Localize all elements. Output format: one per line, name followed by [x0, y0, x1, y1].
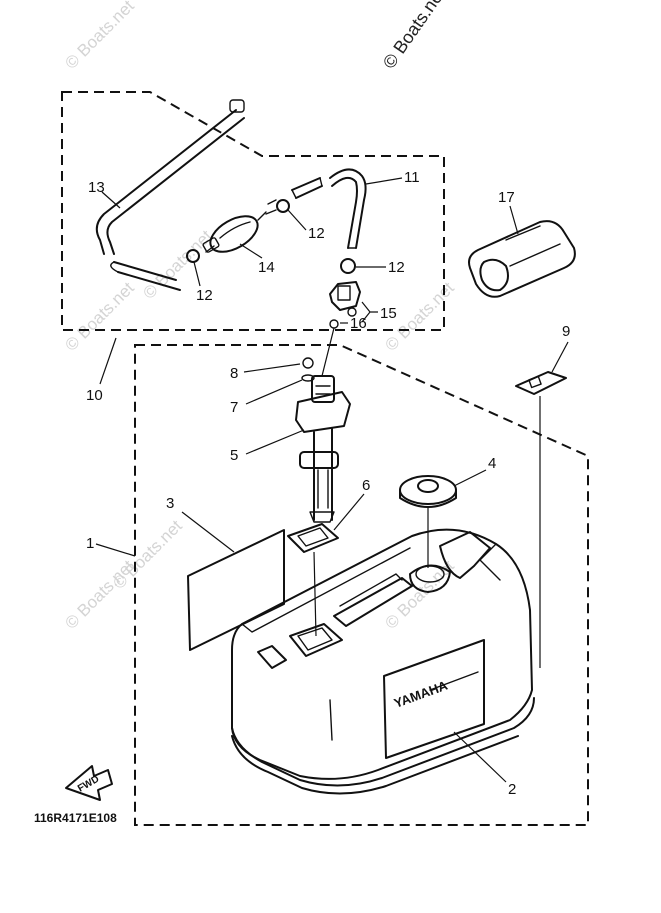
- part-3-decal: [187, 529, 285, 651]
- parts-7-8-screw-washer: [301, 357, 315, 382]
- watermark: © Boats.net: [109, 516, 186, 593]
- part-2-fuel-tank: YAMAHA: [231, 528, 535, 795]
- part-12-hose-clamps: [186, 199, 356, 274]
- callout-3: 3: [166, 495, 174, 512]
- callout-15: 15: [380, 305, 397, 322]
- part-6-gasket: [287, 523, 339, 553]
- callout-7: 7: [230, 399, 238, 416]
- callout-17: 17: [498, 189, 515, 206]
- part-13-fuel-hose: [95, 99, 245, 291]
- drawing-code: 116R4171E108: [34, 811, 117, 825]
- part-4-filler-cap: [399, 475, 457, 508]
- callout-8: 8: [230, 365, 238, 382]
- part-5-fuel-meter-assembly: [295, 375, 351, 523]
- part-17-cover: [468, 220, 576, 298]
- callout-6: 6: [362, 477, 370, 494]
- leader-gauge-to-tank: [313, 551, 317, 637]
- callout-11: 11: [404, 169, 420, 186]
- watermark: © Boats.net: [61, 278, 138, 355]
- callout-14: 14: [258, 259, 275, 276]
- watermark: © Boats.net: [61, 0, 138, 73]
- callout-12a: 12: [196, 287, 213, 304]
- callout-12b: 12: [308, 225, 325, 242]
- callout-2: 2: [508, 781, 516, 798]
- watermark: © Boats.net: [379, 0, 449, 72]
- callout-10: 10: [86, 387, 103, 404]
- callout-9: 9: [562, 323, 570, 340]
- callout-12c: 12: [388, 259, 405, 276]
- tank-assembly-group-box: [134, 344, 589, 826]
- part-16-o-ring: [329, 319, 339, 329]
- part-11-fuel-hose: [291, 168, 367, 249]
- callout-4: 4: [488, 455, 496, 472]
- fwd-arrow-icon: FWD: [65, 765, 113, 801]
- tank-brand-label: YAMAHA: [392, 677, 450, 710]
- callout-1: 1: [86, 535, 94, 552]
- leader-connector: [321, 327, 335, 377]
- callout-13: 13: [88, 179, 105, 196]
- callout-16: 16: [350, 315, 367, 332]
- callouts: 13 14 12 12 12 11 15 16 17 9 10 8 7 5 6 …: [86, 169, 570, 798]
- part-14-primer-bulb: [202, 211, 267, 253]
- part-15-fuel-connector: [329, 281, 361, 329]
- part-9-label: [515, 371, 567, 395]
- watermarks: © Boats.net © Boats.net © Boats.net © Bo…: [61, 0, 458, 633]
- hose-assembly-group-box: [61, 91, 445, 331]
- callout-5: 5: [230, 447, 238, 464]
